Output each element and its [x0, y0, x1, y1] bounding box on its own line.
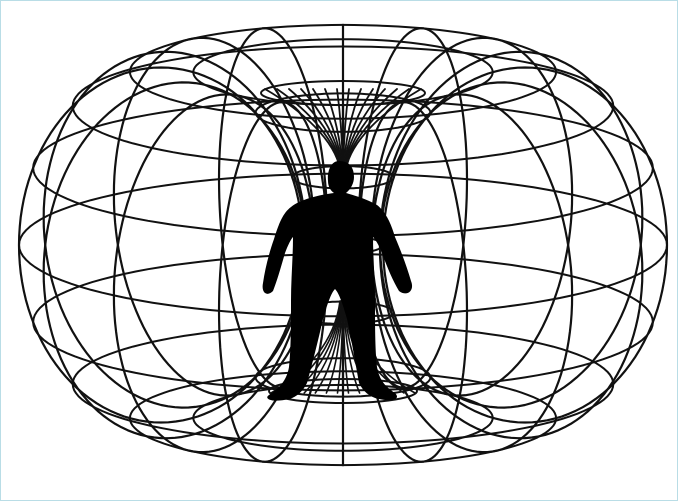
torus-meridian-line: [44, 82, 306, 438]
human-silhouette: [263, 161, 412, 401]
human-silhouette-shape: [263, 161, 412, 401]
torus-meridian-line: [380, 82, 642, 438]
torus-meridian-line: [380, 52, 642, 408]
torus-meridian-line: [383, 68, 667, 423]
torus-meridian-line: [44, 52, 306, 408]
torus-meridian-line: [19, 68, 303, 423]
